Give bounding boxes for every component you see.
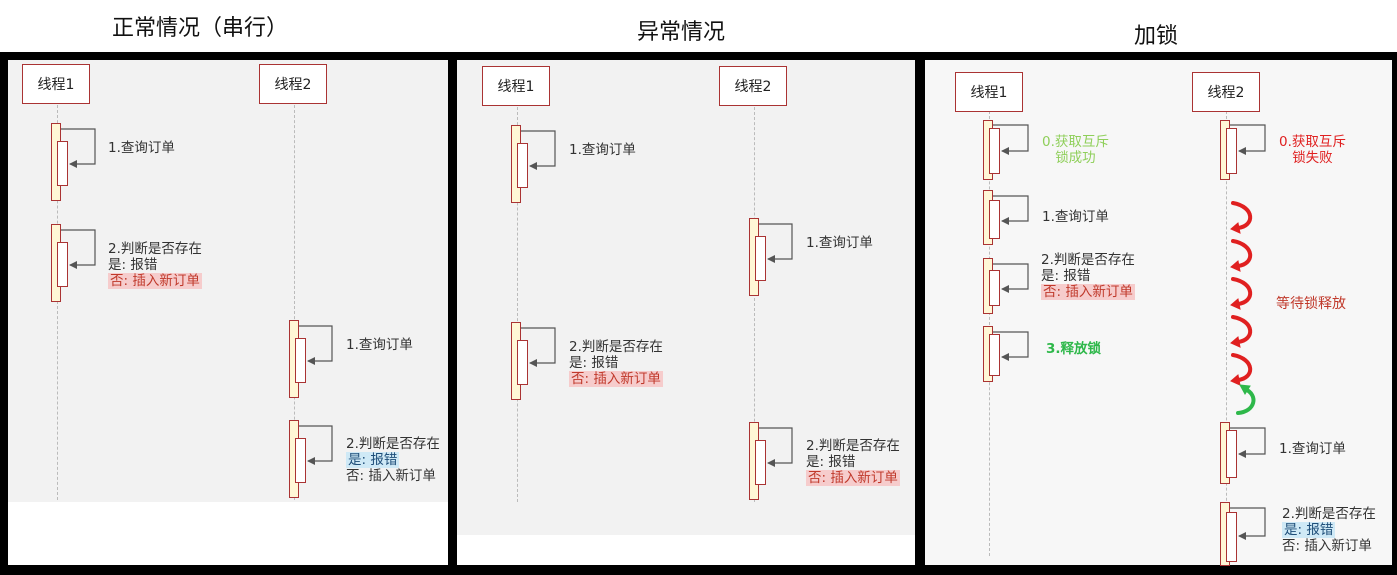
activation-inner <box>57 141 68 186</box>
activation-inner <box>517 143 528 188</box>
activation-inner <box>1226 512 1237 562</box>
msg-query: 1.查询订单 <box>806 235 873 251</box>
activation-inner <box>989 270 1000 306</box>
msg-query: 1.查询订单 <box>346 337 413 353</box>
activation-inner <box>517 340 528 385</box>
lifeline-t2 <box>294 105 295 500</box>
thread2-box: 线程2 <box>1192 72 1260 112</box>
lifeline-t1 <box>517 107 518 502</box>
title-normal: 正常情况（串行） <box>112 16 289 41</box>
lifeline-t1 <box>57 105 58 500</box>
wait-label: 等待锁释放 <box>1276 296 1346 312</box>
msg-query: 1.查询订单 <box>569 142 636 158</box>
title-abnormal: 异常情况 <box>637 20 726 45</box>
activation-inner <box>755 236 766 281</box>
msg-judge: 2.判断是否存在 是: 报错 否: 插入新订单 <box>1041 252 1135 300</box>
panel-abnormal <box>457 60 915 565</box>
msg-lock-fail: 0.获取互斥 锁失败 <box>1279 134 1346 166</box>
activation-inner <box>755 440 766 485</box>
activation-inner <box>989 334 1000 376</box>
msg-judge: 2.判断是否存在 是: 报错 否: 插入新订单 <box>346 436 440 484</box>
activation-inner <box>57 242 68 287</box>
thread1-box: 线程1 <box>22 64 90 104</box>
msg-judge: 2.判断是否存在 是: 报错 否: 插入新订单 <box>108 241 202 289</box>
panel-normal <box>8 60 448 565</box>
msg-query: 1.查询订单 <box>1042 209 1109 225</box>
msg-query: 1.查询订单 <box>1279 441 1346 457</box>
msg-judge: 2.判断是否存在 是: 报错 否: 插入新订单 <box>806 438 900 486</box>
lifeline-t2 <box>754 107 755 502</box>
msg-release: 3.释放锁 <box>1046 341 1102 357</box>
thread1-box: 线程1 <box>482 66 550 106</box>
activation-inner <box>1226 128 1237 174</box>
thread2-box: 线程2 <box>259 64 327 104</box>
msg-judge: 2.判断是否存在 是: 报错 否: 插入新订单 <box>1282 506 1376 554</box>
activation-inner <box>1226 430 1237 478</box>
msg-query: 1.查询订单 <box>108 140 175 156</box>
thread2-box: 线程2 <box>719 66 787 106</box>
activation-inner <box>989 128 1000 174</box>
activation-inner <box>295 338 306 383</box>
lifeline-t2 <box>1226 111 1227 566</box>
title-lock: 加锁 <box>1134 24 1179 49</box>
thread1-box: 线程1 <box>955 72 1023 112</box>
msg-lock-success: 0.获取互斥 锁成功 <box>1042 134 1109 166</box>
activation-inner <box>989 200 1000 239</box>
msg-judge: 2.判断是否存在 是: 报错 否: 插入新订单 <box>569 339 663 387</box>
activation-inner <box>295 438 306 483</box>
